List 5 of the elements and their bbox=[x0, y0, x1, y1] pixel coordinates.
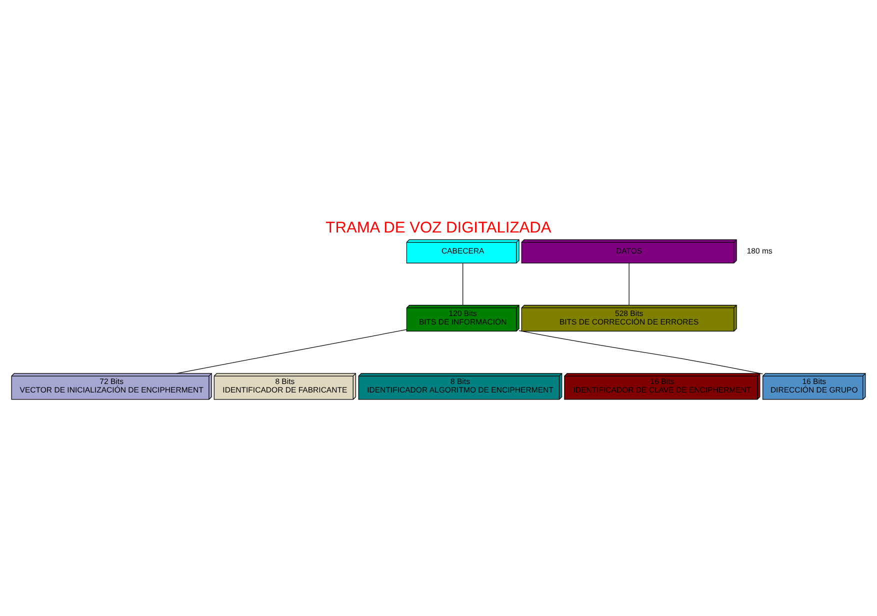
connector bbox=[628, 262, 630, 305]
connector bbox=[462, 262, 464, 305]
diagram-title: TRAMA DE VOZ DIGITALIZADA bbox=[326, 219, 552, 236]
connector bbox=[176, 328, 407, 374]
connector bbox=[518, 330, 764, 374]
